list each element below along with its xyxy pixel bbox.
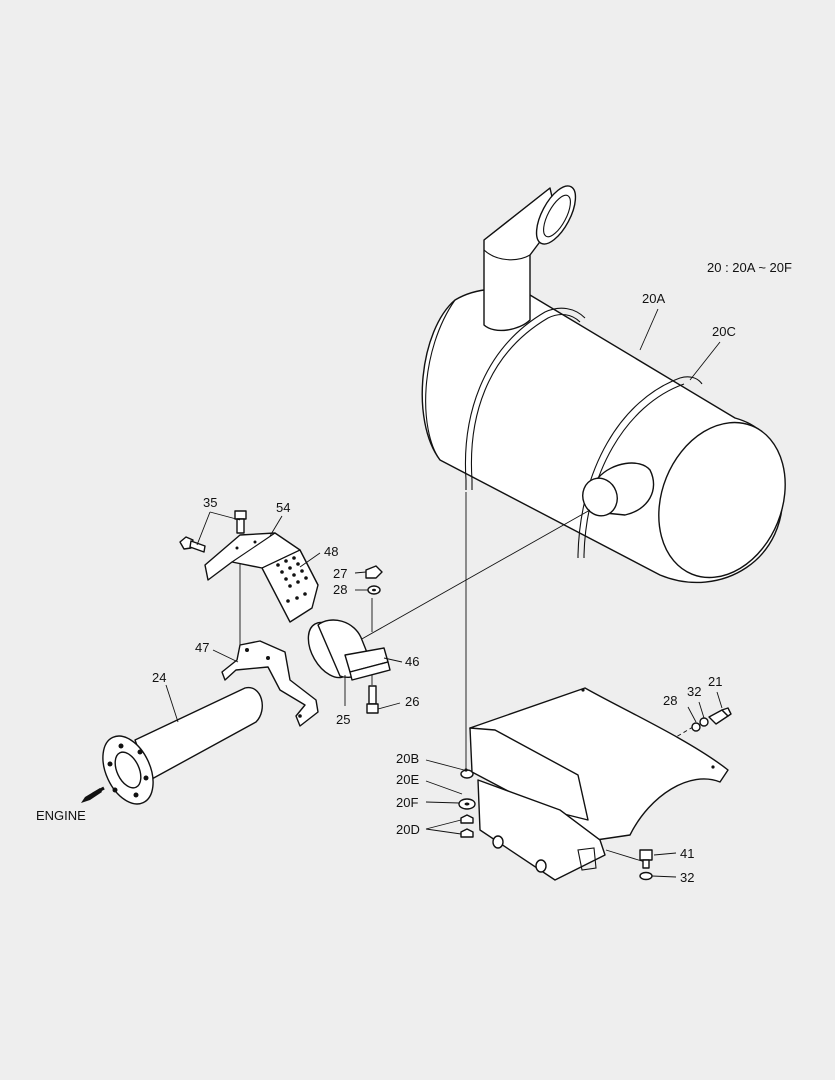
label-35: 35 — [203, 495, 217, 510]
bolt-41 — [639, 849, 653, 869]
bolt-21 — [708, 707, 732, 725]
leader-lines — [165, 308, 723, 878]
label-20F: 20F — [396, 795, 418, 810]
label-20D: 20D — [396, 822, 420, 837]
label-32-lower: 32 — [680, 870, 694, 885]
label-32-upper: 32 — [687, 684, 701, 699]
label-20C: 20C — [712, 324, 736, 339]
washers-28-32-right — [691, 717, 709, 732]
label-27: 27 — [333, 566, 347, 581]
label-20E: 20E — [396, 772, 419, 787]
perforation-holes — [235, 540, 308, 603]
label-20B: 20B — [396, 751, 419, 766]
label-47: 47 — [195, 640, 209, 655]
engine-direction-label: ENGINE — [36, 808, 86, 823]
label-20A: 20A — [642, 291, 665, 306]
label-54: 54 — [276, 500, 290, 515]
label-21: 21 — [708, 674, 722, 689]
pipe-bracket-47 — [221, 640, 319, 727]
heat-shield-48 — [204, 532, 319, 623]
bolt-26 — [366, 685, 379, 714]
exhaust-pipe-24 — [102, 687, 263, 805]
label-28-upper: 28 — [333, 582, 347, 597]
nut-27 — [365, 565, 383, 579]
washer-28-upper — [367, 585, 381, 595]
exhaust-stack-pipe — [483, 185, 577, 332]
muffler-support-bracket-20B — [464, 687, 729, 881]
mount-hardware-20E-20F-20D — [458, 769, 476, 838]
label-48: 48 — [324, 544, 338, 559]
muffler-inlet-pipe — [582, 462, 655, 517]
label-24: 24 — [152, 670, 166, 685]
label-25: 25 — [336, 712, 350, 727]
label-41: 41 — [680, 846, 694, 861]
washer-32-lower — [639, 871, 653, 881]
label-46: 46 — [405, 654, 419, 669]
engine-direction-arrow-icon — [81, 786, 105, 803]
label-28-right: 28 — [663, 693, 677, 708]
muffler-body — [421, 288, 786, 584]
bolt-35-horizontal — [179, 536, 206, 553]
kit-contents-note: 20 : 20A ~ 20F — [707, 260, 792, 275]
pipe-clamp-25 — [307, 619, 391, 681]
bolt-35-vertical — [234, 510, 247, 534]
label-26: 26 — [405, 694, 419, 709]
